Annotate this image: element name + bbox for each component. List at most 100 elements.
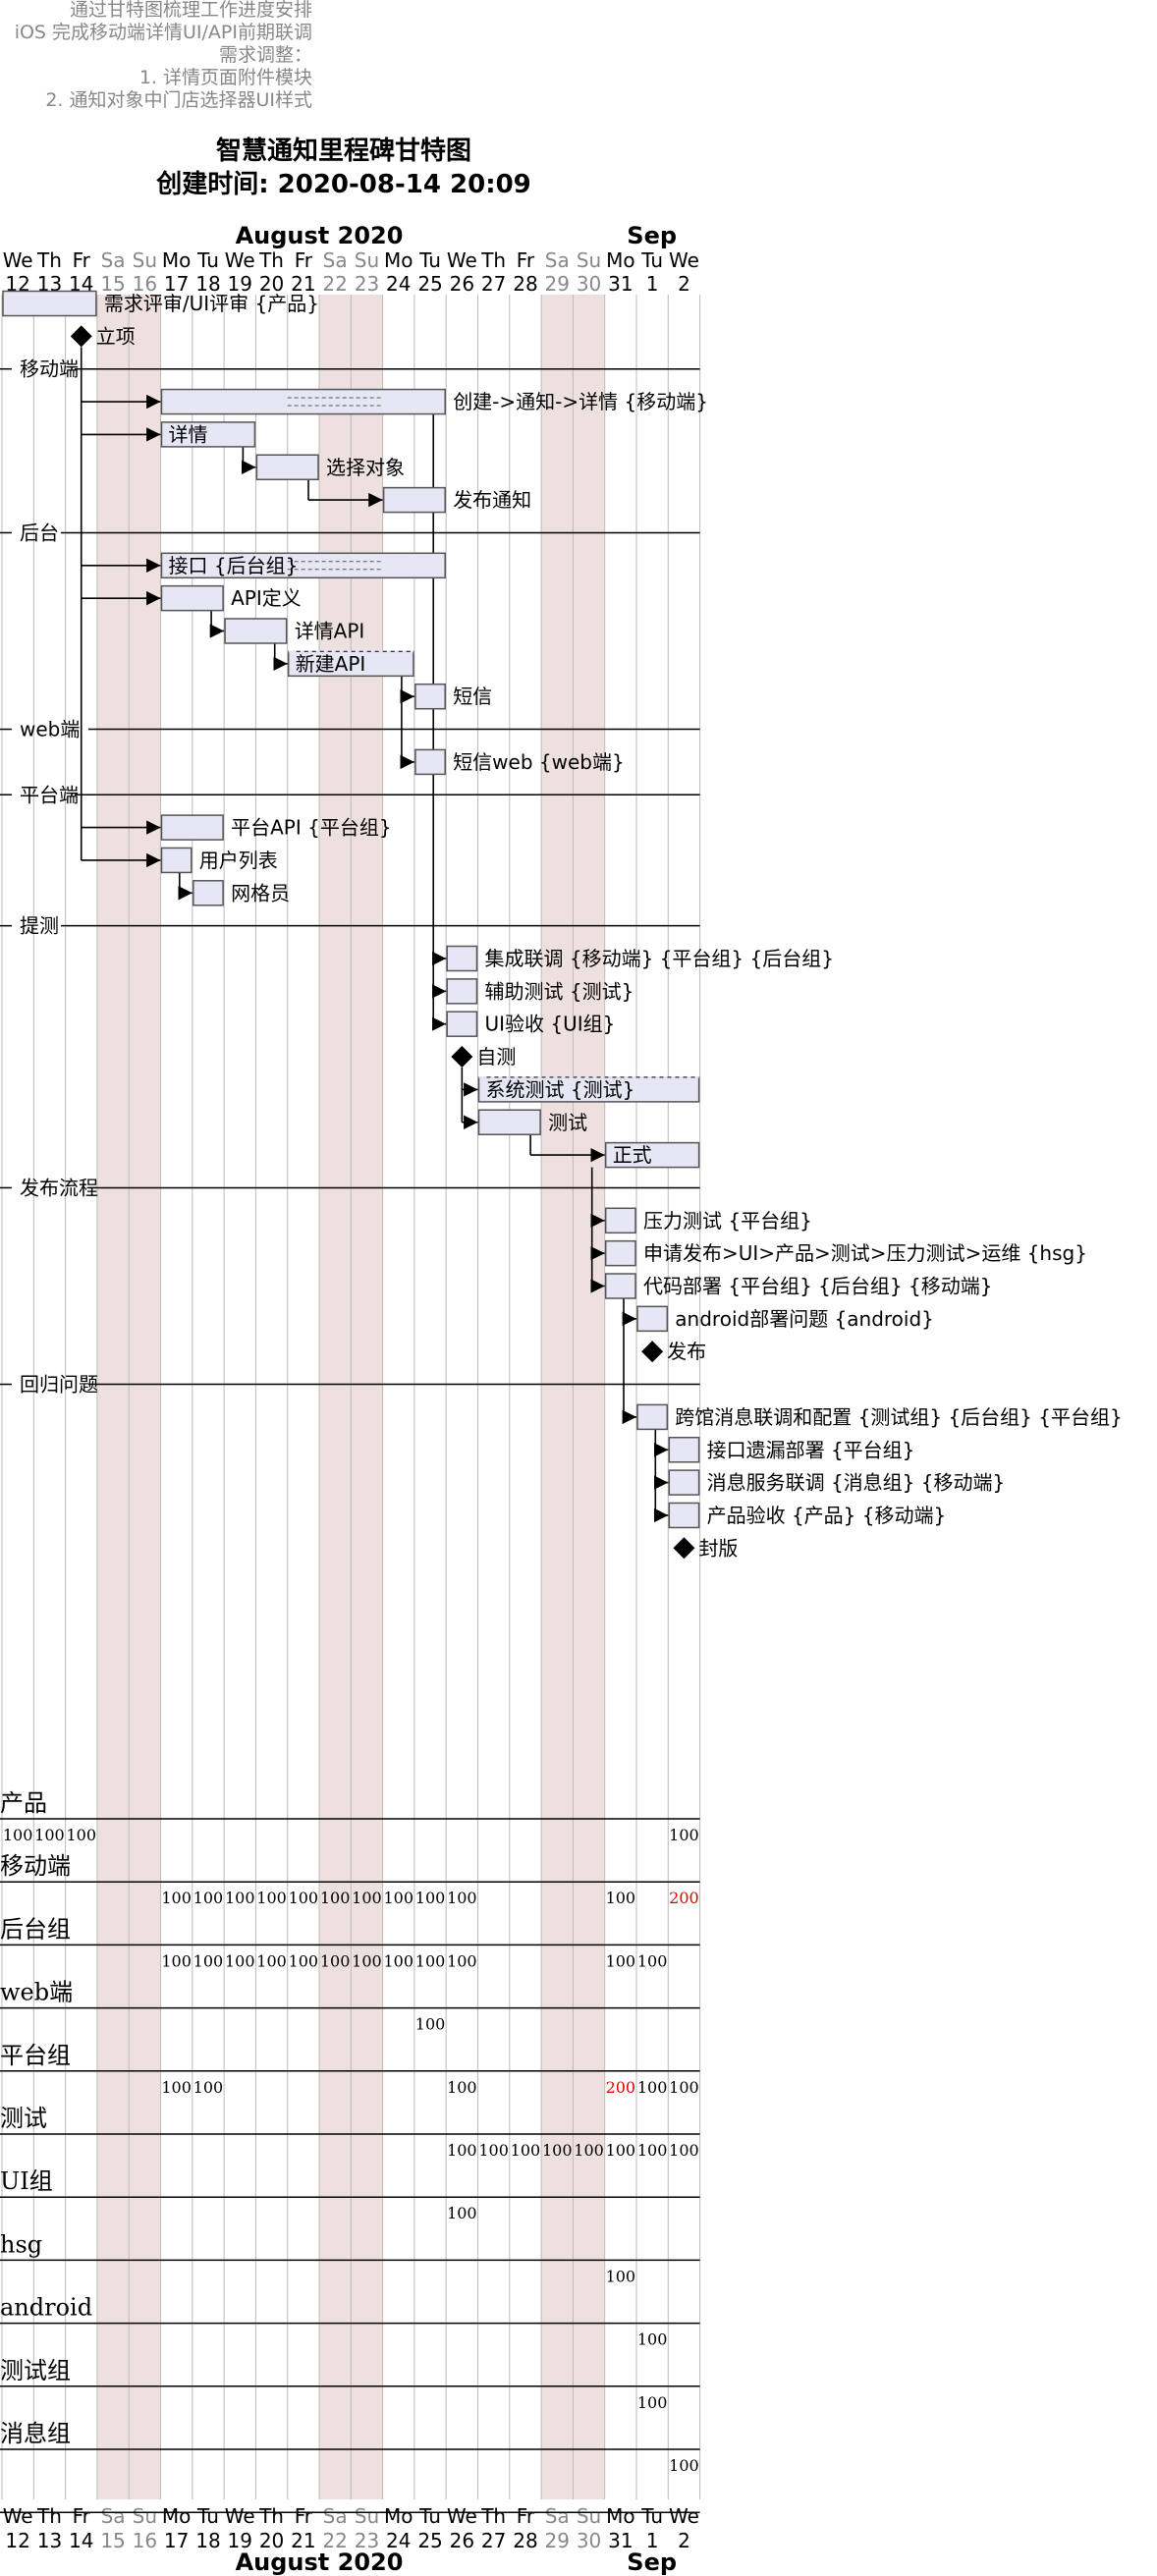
day-number-label: 16: [133, 2529, 157, 2552]
task-label: 产品验收 {产品} {移动端}: [707, 1504, 947, 1527]
task-label: 消息服务联调 {消息组} {移动端}: [707, 1471, 1006, 1495]
header-line: 需求调整：: [219, 44, 312, 66]
task-label: 接口遗漏部署 {平台组}: [707, 1438, 915, 1461]
day-of-week-label: Mo: [384, 2504, 413, 2528]
resource-load-value: 100: [669, 2141, 699, 2160]
resource-load-value: 100: [193, 2078, 224, 2097]
day-of-week-label: Su: [355, 248, 379, 272]
resource-name: 产品: [0, 1789, 47, 1817]
day-number-label: 23: [355, 2529, 379, 2552]
day-number-label: 2: [678, 2529, 690, 2552]
day-of-week-label: Fr: [295, 248, 313, 272]
resource-load-value: 100: [447, 2204, 477, 2222]
day-number-label: 27: [481, 272, 506, 296]
resource-load-value: 100: [637, 2393, 668, 2412]
section-label: 平台端: [20, 783, 79, 806]
task-bar: [382, 486, 446, 514]
milestone-marker: [70, 325, 92, 348]
task-label: UI验收 {UI组}: [485, 1013, 616, 1036]
day-number-label: 19: [228, 2529, 252, 2552]
day-of-week-label: We: [447, 2504, 477, 2528]
milestone-marker: [641, 1341, 664, 1363]
task-label: 新建API: [296, 652, 366, 676]
task-label: 集成联调 {移动端} {平台组} {后台组}: [485, 947, 834, 970]
resource-load-value: 100: [352, 1889, 382, 1907]
task-label: 压力测试 {平台组}: [643, 1209, 812, 1233]
resource-load-value: 100: [669, 1826, 699, 1844]
weekend-column: [96, 295, 130, 2499]
day-number-label: 21: [291, 272, 315, 296]
day-of-week-label: Tu: [418, 248, 441, 272]
day-of-week-label: Th: [480, 248, 506, 272]
resource-load-value: 100: [225, 1951, 255, 1970]
day-number-label: 18: [195, 272, 220, 296]
day-of-week-label: Mo: [162, 2504, 192, 2528]
day-of-week-label: Su: [577, 2504, 601, 2528]
day-of-week-label: Tu: [640, 2504, 663, 2528]
resource-load-value: 100: [320, 1889, 351, 1907]
resource-load-value: 100: [669, 2078, 699, 2097]
day-of-week-label: Fr: [517, 248, 535, 272]
day-of-week-label: Mo: [384, 248, 413, 272]
resource-load-value: 100: [637, 2330, 668, 2349]
task-label: 平台API {平台组}: [231, 816, 391, 840]
day-number-label: 15: [100, 272, 125, 296]
day-number-label: 15: [100, 2529, 125, 2552]
task-label: 网格员: [231, 881, 290, 904]
day-number-label: 20: [259, 2529, 284, 2552]
day-of-week-label: Th: [258, 248, 284, 272]
day-of-week-label: Su: [577, 248, 601, 272]
day-number-label: 14: [69, 2529, 93, 2552]
day-number-label: 19: [228, 272, 252, 296]
day-of-week-label: Mo: [606, 2504, 635, 2528]
day-of-week-label: Tu: [640, 248, 663, 272]
header-line: 1. 详情页面附件模块: [139, 67, 312, 88]
task-label: 短信web {web端}: [453, 750, 625, 774]
task-label: 选择对象: [326, 456, 405, 479]
task-label: 详情API: [295, 620, 365, 643]
day-number-label: 26: [450, 272, 474, 296]
resource-name: hsg: [0, 2230, 42, 2258]
task-bar: [604, 1207, 636, 1234]
resource-load-value: 100: [352, 1951, 382, 1970]
resource-load-value: 100: [415, 2015, 446, 2034]
day-number-label: 29: [545, 2529, 570, 2552]
resource-name: 移动端: [0, 1852, 71, 1880]
day-number-label: 1: [646, 2529, 659, 2552]
day-number-label: 21: [291, 2529, 315, 2552]
day-number-label: 18: [195, 2529, 220, 2552]
resource-load-value: 100: [637, 1951, 668, 1970]
day-number-label: 25: [417, 2529, 442, 2552]
day-of-week-label: Sa: [323, 248, 348, 272]
section-label: 回归问题: [20, 1373, 98, 1397]
task-bar: [287, 650, 414, 678]
resource-load-value: 100: [256, 1889, 287, 1907]
day-number-label: 13: [37, 2529, 62, 2552]
resource-load-value: 100: [447, 2141, 477, 2160]
day-number-label: 27: [481, 2529, 506, 2552]
task-label: 详情: [169, 422, 208, 446]
day-number-label: 22: [322, 2529, 347, 2552]
task-bar: [160, 847, 193, 874]
resource-load-value: 100: [447, 1951, 477, 1970]
chart-subtitle: 创建时间: 2020-08-14 20:09: [155, 170, 531, 199]
milestone-marker: [451, 1046, 473, 1069]
task-bar: [2, 290, 97, 317]
day-number-label: 28: [513, 2529, 537, 2552]
day-of-week-label: Th: [258, 2504, 284, 2528]
day-number-label: 30: [577, 272, 601, 296]
task-bar: [193, 880, 224, 906]
day-number-label: 2: [678, 272, 690, 296]
task-label: 用户列表: [199, 849, 278, 872]
day-number-label: 24: [386, 2529, 411, 2552]
task-label: 短信: [453, 685, 492, 708]
resource-load-value: 200: [606, 2078, 636, 2097]
day-of-week-label: Sa: [323, 2504, 348, 2528]
task-bar: [668, 1502, 700, 1529]
task-bar: [604, 1141, 700, 1169]
day-of-week-label: We: [225, 2504, 255, 2528]
day-of-week-label: Fr: [295, 2504, 313, 2528]
resource-name: 平台组: [0, 2042, 71, 2069]
weekend-column: [129, 295, 161, 2499]
